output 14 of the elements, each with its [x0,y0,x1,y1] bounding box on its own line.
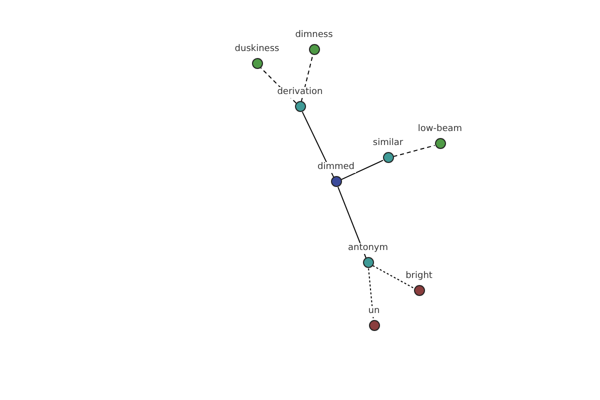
node-label: bright [404,270,434,282]
connector-line [260,67,297,104]
connector-line [300,54,314,102]
node-label: low-beam [416,124,464,134]
connector-line [392,144,436,158]
node-label: dimness [294,30,334,40]
connector-line [372,265,415,289]
connector-line [340,160,384,180]
node-label: un [367,306,381,316]
node-label: duskiness [234,44,280,54]
node-label: similar [372,138,404,148]
node-label: derivation [276,86,324,98]
node-label: antonym [346,242,390,254]
node-label: dimmed [316,162,356,172]
